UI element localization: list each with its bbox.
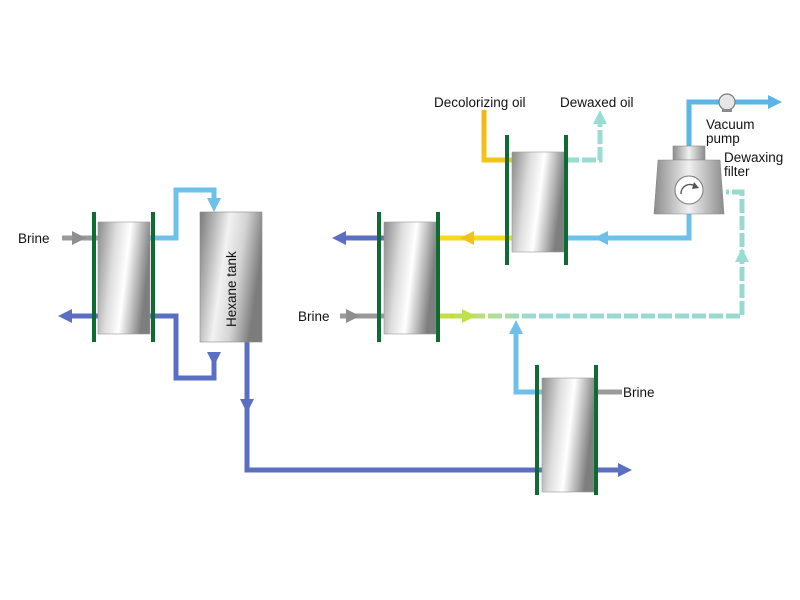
dewaxing-filter	[653, 145, 725, 215]
vacuum-pump	[718, 93, 736, 112]
heat-exchanger-lower	[535, 365, 598, 495]
arrow-filter-feed	[735, 248, 749, 262]
arrow-junction-up	[509, 320, 523, 334]
arrow-brine-left	[72, 231, 86, 245]
arrow-dewaxed-oil-out	[593, 110, 607, 124]
brine-label-middle: Brine	[298, 309, 330, 324]
brine-label-bottom: Brine	[623, 385, 655, 400]
dewaxed-oil-label: Dewaxed oil	[560, 95, 634, 110]
arrow-tank-down	[240, 399, 254, 413]
arrow-lower-out	[618, 463, 632, 477]
brine-label-left: Brine	[18, 231, 50, 246]
arrow-brine-middle	[346, 309, 360, 323]
flow-arrows	[58, 95, 782, 477]
dewaxing-filter-label-line2: filter	[724, 164, 750, 179]
decolorizing-oil-label: Decolorizing oil	[434, 95, 526, 110]
dewaxing-filter-label-line1: Dewaxing	[724, 150, 783, 165]
heat-exchanger-left	[92, 212, 155, 342]
arrow-decolor-in	[460, 231, 474, 245]
filter-to-exchanger-pipe	[605, 212, 692, 241]
arrow-middle-out	[332, 231, 346, 245]
arrow-tank-return	[207, 352, 221, 366]
vacuum-pump-label-line1: Vacuum	[706, 117, 755, 132]
tank-recirculation-pipe	[150, 313, 217, 381]
vacuum-pump-pipe	[686, 99, 770, 150]
hexane-lower-to-junction-pipe	[513, 328, 552, 395]
heat-exchanger-middle	[377, 212, 440, 342]
arrow-tank-in	[207, 198, 221, 212]
arrow-oil-junction	[462, 309, 476, 323]
arrow-hexane-left-out	[58, 309, 72, 323]
hexane-tank: Hexane tank	[199, 211, 263, 343]
heat-exchanger-upper	[505, 135, 568, 265]
vacuum-pump-label-line2: pump	[706, 131, 740, 146]
hexane-to-tank-pipe	[132, 187, 217, 241]
arrow-vacuum-out	[768, 95, 782, 109]
arrow-filter-to-hx	[594, 231, 608, 245]
hexane-tank-label: Hexane tank	[224, 251, 239, 327]
